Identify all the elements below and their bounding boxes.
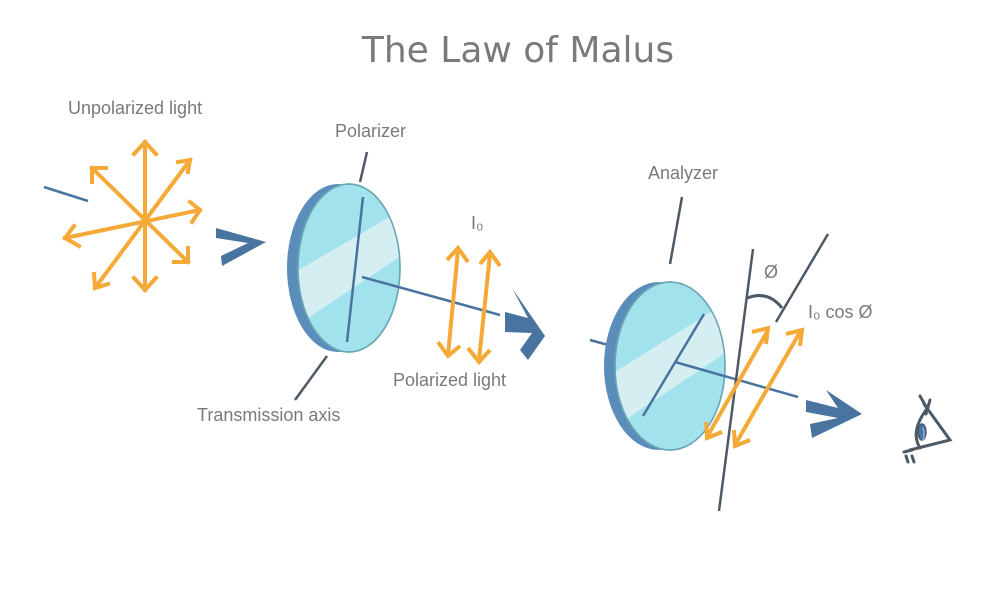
analyzer-pointer xyxy=(668,196,684,265)
beam-chevron-2 xyxy=(505,288,545,360)
arrow-diag-2 xyxy=(91,157,193,291)
label-analyzer: Analyzer xyxy=(648,163,719,183)
label-polarized-light: Polarized light xyxy=(393,370,507,390)
beam-chevron-1 xyxy=(216,228,266,266)
polarized-light-arrows xyxy=(436,244,502,366)
beam-chevron-3 xyxy=(806,390,862,438)
polarizer-transmission-axis xyxy=(345,196,365,343)
unpolarized-light-arrows xyxy=(62,139,203,293)
label-transmission-axis: Transmission axis xyxy=(197,405,341,425)
reference-axis-line xyxy=(717,248,755,512)
arrow-horizontal xyxy=(62,199,203,249)
angle-arc xyxy=(746,294,784,309)
arrow-vertical xyxy=(131,139,159,293)
analyzer-transmission-axis xyxy=(641,313,706,417)
label-polarizer: Polarizer xyxy=(335,121,407,141)
polarizer-disk xyxy=(287,183,401,353)
label-unpolarized-light: Unpolarized light xyxy=(68,98,203,118)
incoming-beam-line xyxy=(43,185,89,203)
transmitted-light-arrows xyxy=(704,325,805,449)
eye-icon xyxy=(902,394,953,464)
analyzer-angle-line xyxy=(774,233,830,323)
transmission-axis-pointer xyxy=(293,355,329,401)
polarizer-axis-top xyxy=(358,151,369,183)
label-i0-cos-phi: I₀ cos Ø xyxy=(808,302,873,322)
label-i0: I₀ xyxy=(471,213,484,233)
analyzer-disk xyxy=(604,281,726,451)
arrow-diag-1 xyxy=(89,165,191,265)
diagram-title: The Law of Malus xyxy=(361,30,675,71)
label-phi: Ø xyxy=(764,262,779,282)
beam-line-middle xyxy=(361,275,501,317)
